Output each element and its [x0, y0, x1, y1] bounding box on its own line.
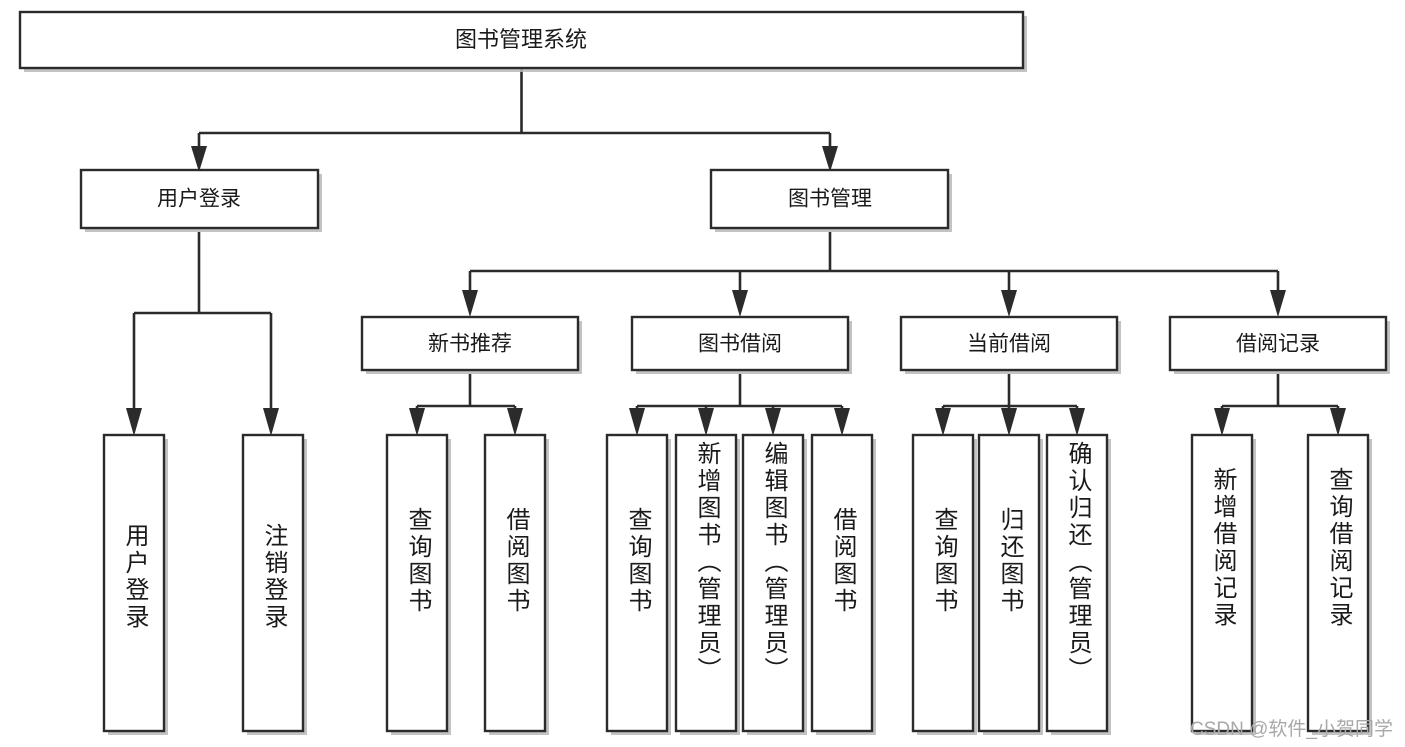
- connector-group-userlogin: [126, 232, 279, 436]
- node-leaf-borrow-book-1[interactable]: [483, 433, 549, 735]
- node-leaf-query-record[interactable]: [1306, 433, 1372, 735]
- connector-group-currentborrow: [935, 374, 1085, 436]
- arrow-head-new-book-rec: [462, 290, 478, 317]
- connector-group-newbookrec: [409, 374, 523, 436]
- node-leaf-query-book-1[interactable]: [385, 433, 451, 735]
- arrow-head-bookmanage: [822, 146, 838, 172]
- arrow-head-leaf-add-book: [698, 408, 714, 436]
- node-leaf-return-book[interactable]: [977, 433, 1043, 735]
- node-leaf-user-login[interactable]: [102, 433, 168, 735]
- node-user-login[interactable]: 用户登录: [79, 168, 322, 232]
- node-leaf-confirm-return[interactable]: [1045, 433, 1111, 735]
- node-book-manage-label: 图书管理: [788, 188, 872, 211]
- arrow-head-leaf-query-book-2: [629, 408, 645, 436]
- arrow-head-leaf-user-login: [126, 408, 142, 436]
- arrow-head-leaf-query-book-1: [409, 408, 425, 436]
- arrow-head-leaf-borrow-book-1: [507, 408, 523, 436]
- arrow-head-leaf-edit-book: [765, 408, 781, 436]
- arrow-head-leaf-logout: [263, 408, 279, 436]
- node-book-borrow-label: 图书借阅: [698, 333, 782, 356]
- node-root-label: 图书管理系统: [455, 27, 587, 52]
- node-borrow-record[interactable]: 借阅记录: [1168, 315, 1390, 374]
- arrow-head-leaf-query-book-3: [935, 408, 951, 436]
- arrow-head-book-borrow: [732, 290, 748, 317]
- connector-group-bookmanage: [462, 232, 1286, 317]
- connector-group-borrowrecord: [1214, 374, 1346, 436]
- node-leaf-edit-book[interactable]: [741, 433, 807, 735]
- arrow-head-userlogin: [191, 146, 207, 172]
- node-leaf-logout[interactable]: [241, 433, 307, 735]
- node-user-login-label: 用户登录: [157, 188, 241, 211]
- node-leaf-add-record[interactable]: [1190, 433, 1256, 735]
- node-book-borrow[interactable]: 图书借阅: [630, 315, 852, 374]
- node-leaf-query-book-3[interactable]: [911, 433, 977, 735]
- arrow-head-leaf-query-record: [1330, 408, 1346, 436]
- arrow-head-current-borrow: [1001, 290, 1017, 317]
- node-leaf-borrow-book-2[interactable]: [810, 433, 876, 735]
- arrow-head-leaf-add-record: [1214, 408, 1230, 436]
- node-root[interactable]: 图书管理系统: [18, 10, 1027, 72]
- arrow-head-leaf-borrow-book-2: [834, 408, 850, 436]
- node-current-borrow[interactable]: 当前借阅: [899, 315, 1121, 374]
- arrow-head-leaf-confirm-return: [1069, 408, 1085, 436]
- arrow-head-borrow-record: [1270, 290, 1286, 317]
- arrow-head-leaf-return-book: [1001, 408, 1017, 436]
- node-borrow-record-label: 借阅记录: [1236, 333, 1320, 356]
- node-new-book-rec[interactable]: 新书推荐: [360, 315, 582, 374]
- connector-group-bookborrow: [629, 374, 850, 436]
- node-new-book-rec-label: 新书推荐: [428, 333, 512, 356]
- node-current-borrow-label: 当前借阅: [967, 333, 1051, 356]
- connector-group-root: [191, 68, 838, 172]
- node-leaf-query-book-2[interactable]: [605, 433, 671, 735]
- node-leaf-add-book[interactable]: [674, 433, 740, 735]
- node-book-manage[interactable]: 图书管理: [709, 168, 952, 232]
